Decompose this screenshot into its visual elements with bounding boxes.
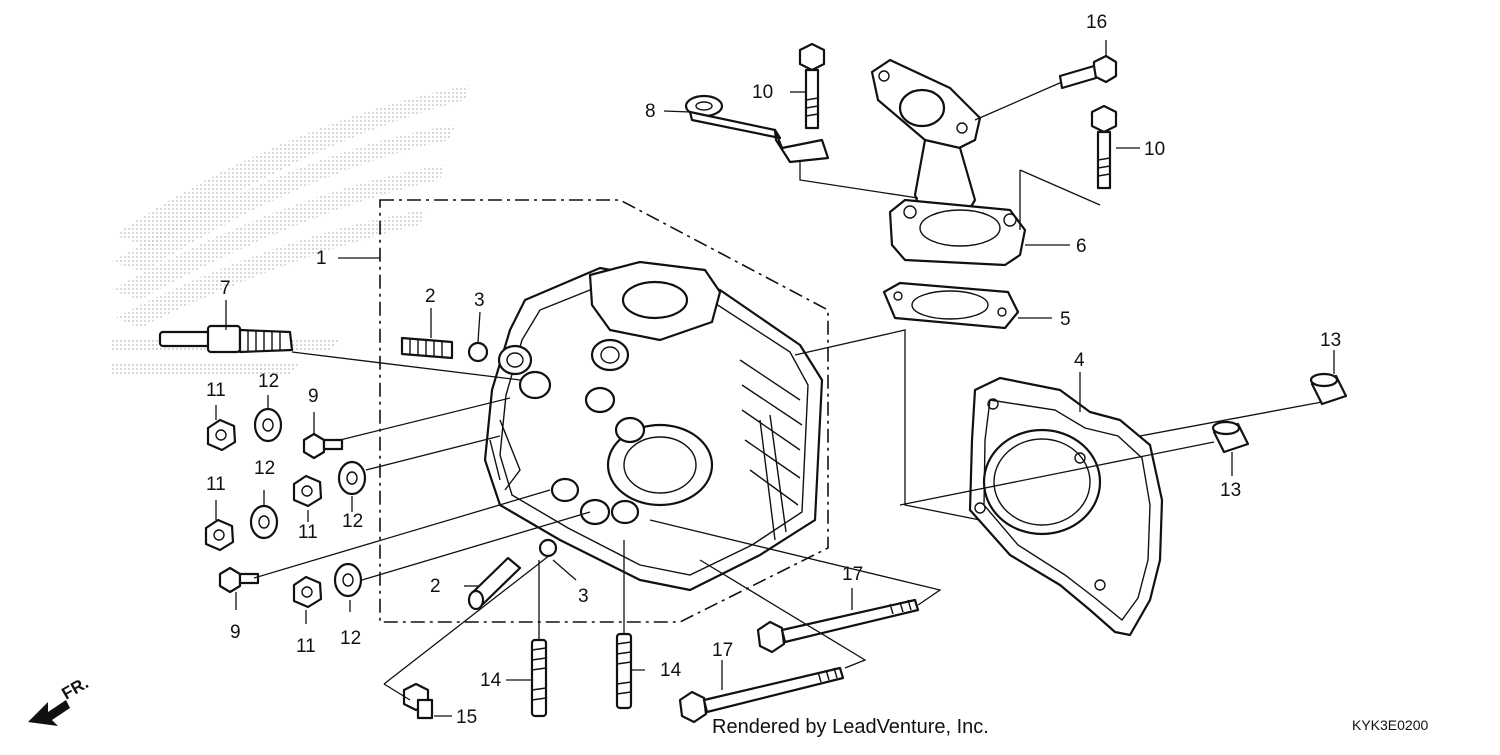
cylinder-head-gasket[interactable] (968, 376, 1164, 637)
callout-5: 5 (1060, 309, 1071, 330)
callout-10-left: 10 (752, 82, 773, 103)
callout-2-lower: 2 (430, 576, 441, 597)
dowel-pin-upper[interactable] (1309, 372, 1348, 406)
callout-13-upper: 13 (1320, 330, 1341, 351)
callout-14-right: 14 (660, 660, 682, 681)
callout-14-left: 14 (480, 670, 502, 691)
bolt-10-left[interactable] (798, 42, 826, 130)
front-direction-label: FR. (59, 673, 92, 703)
diagram-code: KYK3E0200 (1352, 717, 1428, 733)
stud-14-a[interactable] (530, 638, 548, 718)
bracket[interactable] (684, 94, 830, 164)
callout-4: 4 (1074, 350, 1085, 371)
washer-12-b[interactable] (249, 504, 279, 540)
clip-upper[interactable] (467, 341, 489, 363)
callout-9-lower: 9 (230, 622, 241, 643)
valve-guide-lower[interactable] (467, 556, 522, 611)
bolt-17-upper[interactable] (756, 598, 920, 654)
callout-9-upper: 9 (308, 386, 319, 407)
callout-15: 15 (456, 707, 477, 728)
bolt-15[interactable] (402, 682, 434, 720)
washer-12-a[interactable] (253, 407, 283, 443)
callout-12-c: 12 (342, 511, 363, 532)
cylinder-head-group-outline (379, 199, 829, 623)
callout-12-b: 12 (254, 458, 275, 479)
callout-16: 16 (1086, 12, 1107, 33)
callout-11-d: 11 (296, 636, 316, 657)
callout-8: 8 (645, 101, 656, 122)
callout-13-lower: 13 (1220, 480, 1241, 501)
callout-6: 6 (1076, 236, 1087, 257)
callout-2-upper: 2 (425, 286, 436, 307)
callout-10-right: 10 (1144, 139, 1165, 160)
nut-11-d[interactable] (292, 575, 323, 609)
callout-11-c: 11 (298, 522, 318, 543)
callout-1: 1 (316, 248, 327, 269)
bolt-10-right[interactable] (1090, 104, 1118, 190)
front-direction-arrow: FR. (28, 673, 92, 726)
callout-labels: 1 2 2 3 3 4 5 6 7 8 9 9 10 10 11 11 11 1… (206, 12, 1341, 728)
leader-lines (215, 40, 1335, 717)
nut-11-a[interactable] (206, 418, 237, 452)
callout-11-a: 11 (206, 380, 226, 401)
callout-12-d: 12 (340, 628, 361, 649)
nut-11-c[interactable] (292, 474, 323, 508)
bolt-16[interactable] (1058, 54, 1118, 90)
bolt-9-a[interactable] (302, 432, 344, 460)
stud-14-b[interactable] (615, 632, 633, 710)
bolt-17-lower[interactable] (678, 666, 845, 724)
washer-12-c[interactable] (337, 460, 367, 496)
callout-3-lower: 3 (578, 586, 589, 607)
insulator-gasket[interactable] (882, 281, 1020, 330)
spark-plug[interactable] (158, 324, 294, 354)
bolt-9-b[interactable] (218, 566, 260, 594)
clip-lower[interactable] (538, 538, 558, 558)
intake-insulator[interactable] (870, 58, 1027, 267)
callout-3-upper: 3 (474, 290, 485, 311)
washer-12-d[interactable] (333, 562, 363, 598)
dowel-pin-lower[interactable] (1211, 420, 1250, 454)
cylinder-head[interactable] (483, 260, 824, 592)
callout-11-b: 11 (206, 474, 226, 495)
render-credit: Rendered by LeadVenture, Inc. (712, 716, 989, 738)
watermark-wing-logo (110, 85, 470, 376)
callout-17-lower: 17 (712, 640, 733, 661)
callout-7: 7 (220, 278, 231, 299)
callout-12-a: 12 (258, 371, 279, 392)
nut-11-b[interactable] (204, 518, 235, 552)
valve-guide-upper[interactable] (400, 336, 454, 360)
callout-17-upper: 17 (842, 564, 863, 585)
